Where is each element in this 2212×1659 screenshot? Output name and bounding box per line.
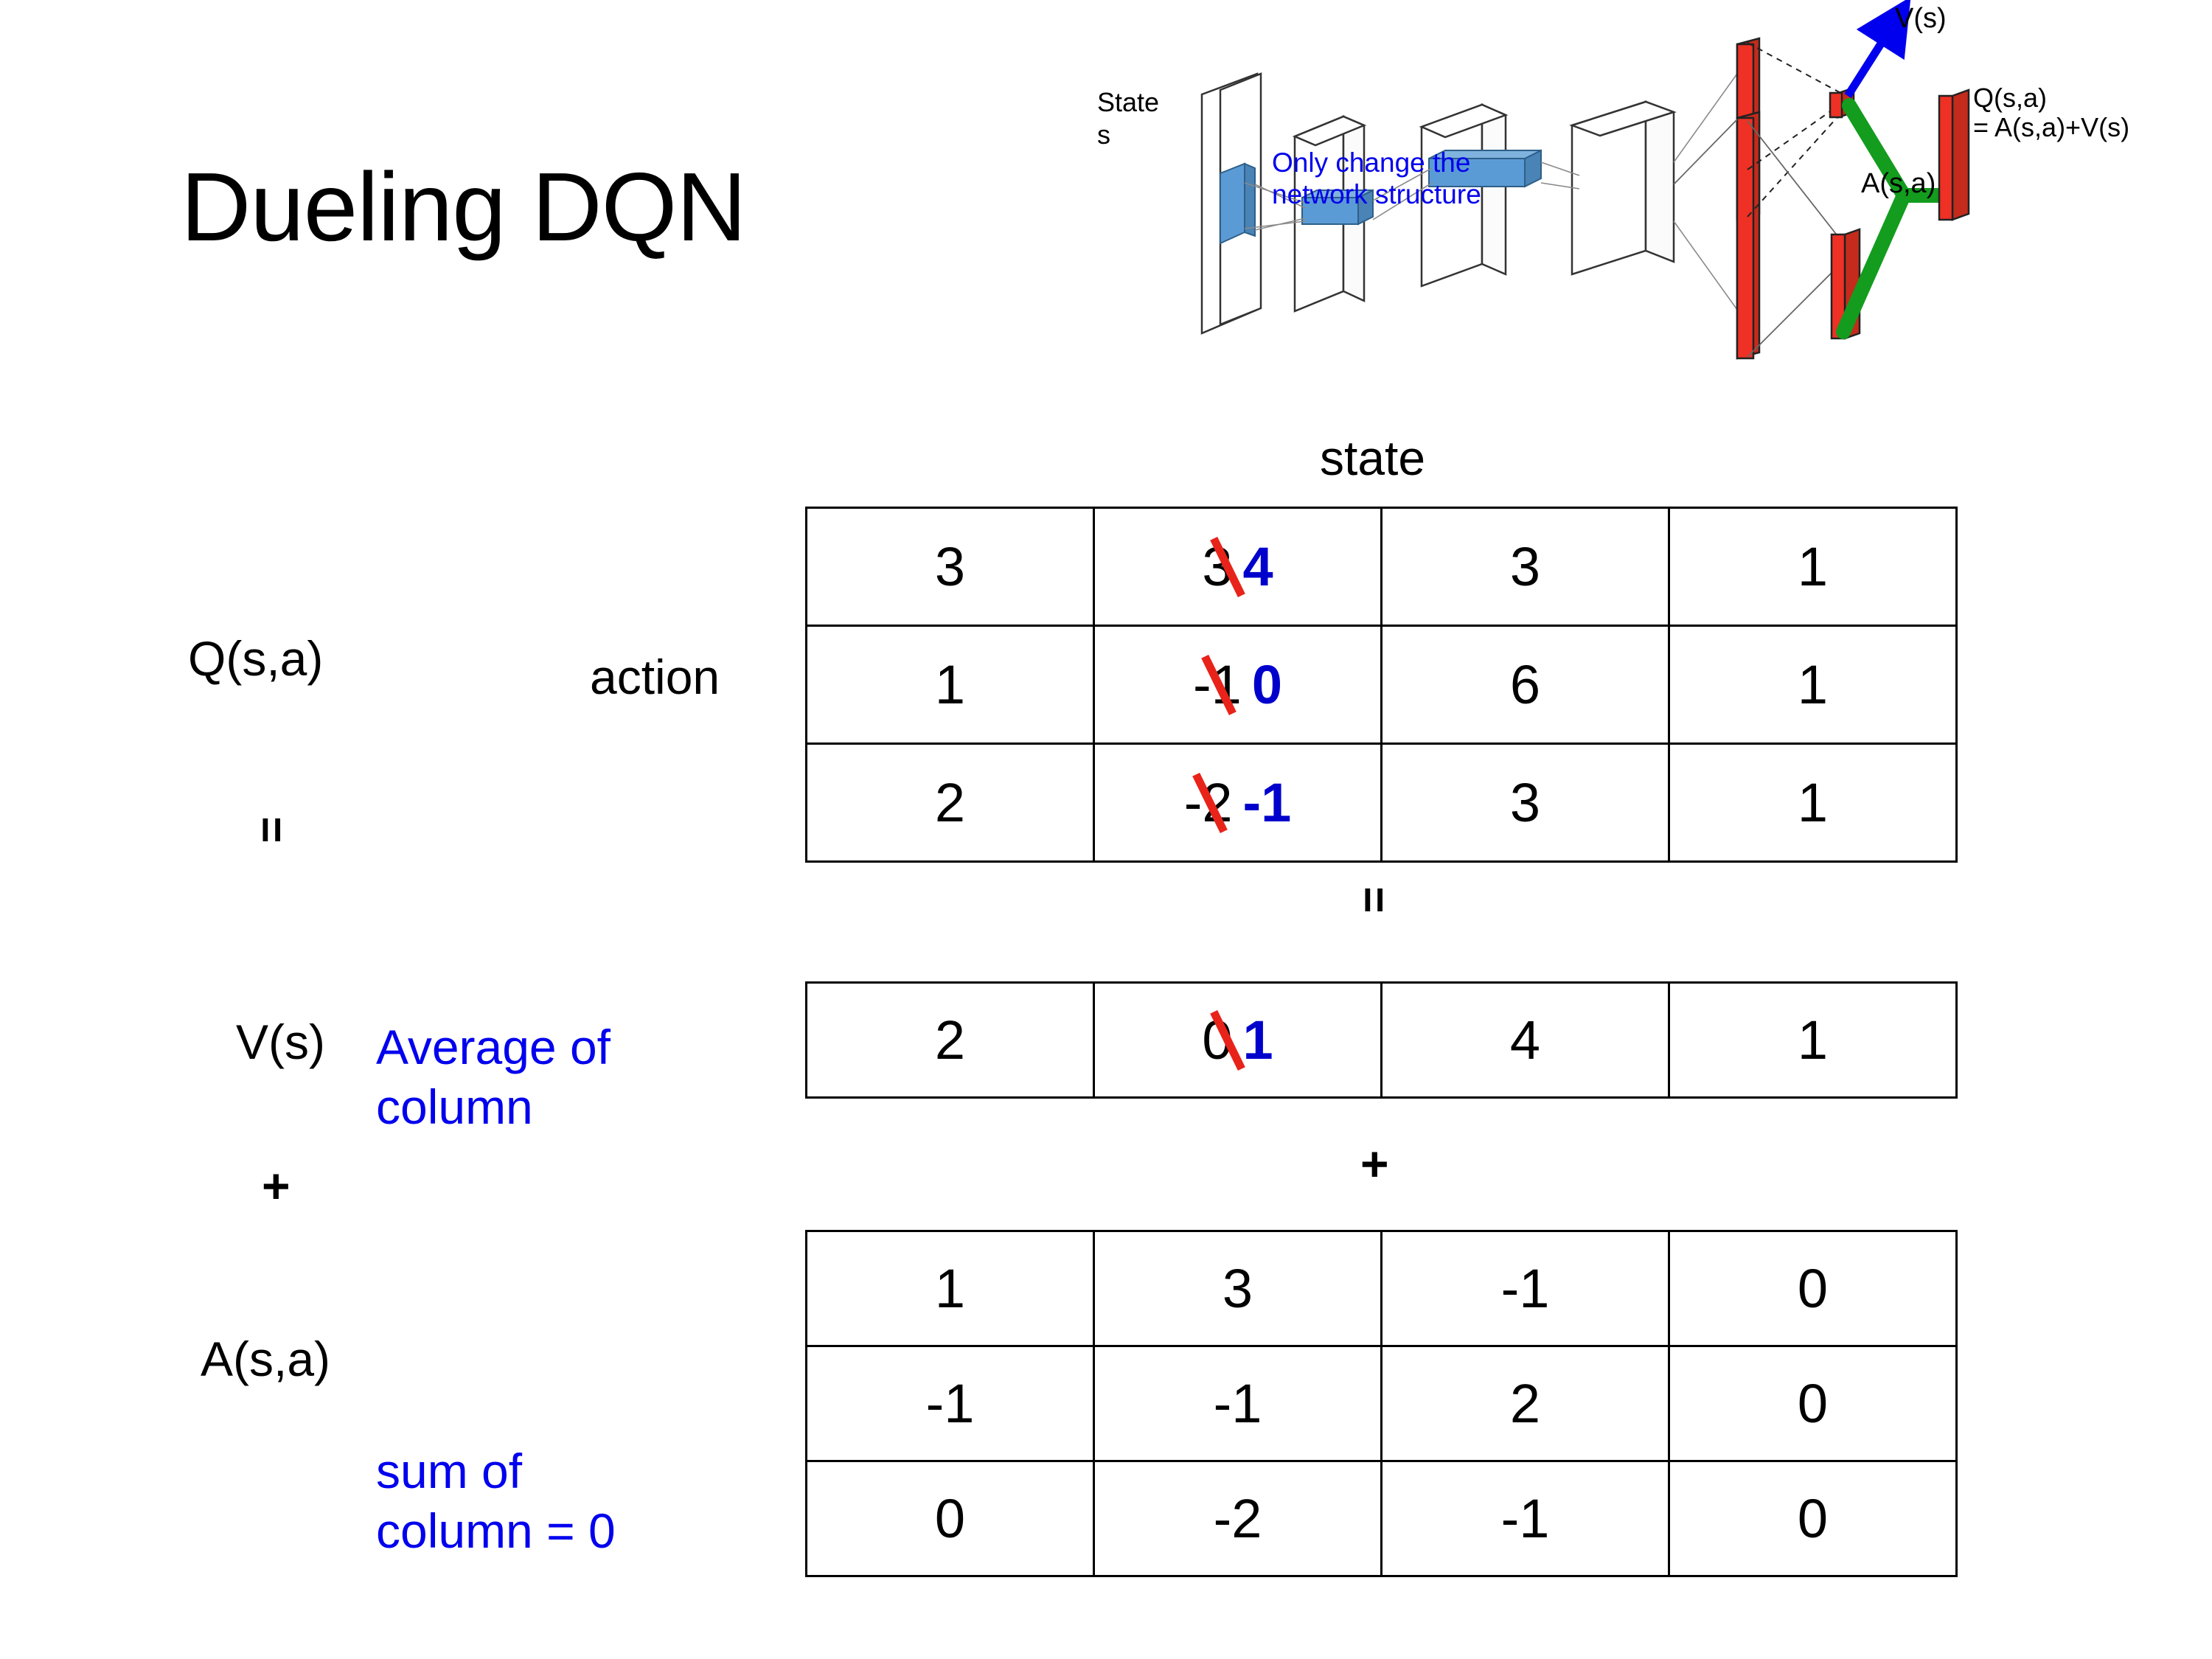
table-cell: 3 (805, 507, 1095, 627)
struck-value: -1 (1193, 654, 1242, 715)
strikethrough-mark (1192, 772, 1228, 833)
plus-operator-left: + (262, 1158, 291, 1213)
average-of-column-note: Average of column (376, 1018, 730, 1136)
diagram-q-output-label-line1: Q(s,a) (1973, 83, 2048, 113)
table-cell: -2 (1093, 1460, 1382, 1577)
table-cell: -1 (1380, 1230, 1670, 1347)
table-cell: 3 (1380, 742, 1670, 863)
updated-value: -1 (1242, 772, 1292, 833)
table-cell: 2 (805, 981, 1095, 1099)
sum-note-line2: column = 0 (376, 1503, 616, 1558)
state-axis-label: state (1320, 431, 1426, 485)
action-axis-label: action (590, 650, 720, 704)
table-cell: 1 (1668, 981, 1958, 1099)
average-note-line1: Average of (376, 1020, 611, 1074)
table-cell: 3 (1093, 1230, 1382, 1347)
table-cell: -1 (1380, 1460, 1670, 1577)
updated-value: 4 (1242, 536, 1273, 597)
table-cell: -1 (805, 1345, 1095, 1462)
table-cell: 1 (1668, 625, 1958, 745)
diagram-v-stream-label: V(s) (1895, 3, 1947, 34)
table-cell: 3 (1380, 507, 1670, 627)
page-title: Dueling DQN (181, 153, 747, 261)
a-function-label: A(s,a) (201, 1332, 331, 1386)
struck-value: 0 (1202, 1009, 1246, 1071)
updated-value: 1 (1242, 1009, 1273, 1071)
table-cell: -1 (1093, 1345, 1382, 1462)
table-cell: -2-1 (1093, 742, 1382, 863)
diagram-note-line2: network structure (1272, 179, 1481, 209)
q-function-label: Q(s,a) (188, 631, 324, 686)
plus-operator-center: + (1360, 1136, 1389, 1191)
dueling-network-diagram: State s Only change the network structur… (1084, 0, 2212, 413)
table-cell: 1 (805, 625, 1095, 745)
table-cell: 0 (1668, 1345, 1958, 1462)
struck-value: 3 (1202, 535, 1246, 598)
sum-of-column-note: sum of column = 0 (376, 1441, 759, 1560)
table-cell: 1 (805, 1230, 1095, 1347)
table-cell: 1 (1668, 507, 1958, 627)
diagram-note-line1: Only change the (1272, 147, 1471, 178)
table-cell: 2 (1380, 1345, 1670, 1462)
table-cell: 2 (805, 742, 1095, 863)
table-cell: 0 (1668, 1460, 1958, 1577)
strikethrough-mark (1210, 536, 1246, 597)
v-function-label: V(s) (236, 1015, 325, 1069)
diagram-state-label-line1: State (1097, 87, 1160, 117)
struck-value: -2 (1183, 772, 1233, 833)
strikethrough-mark (1210, 1009, 1246, 1071)
table-cell: 4 (1380, 981, 1670, 1099)
equals-operator-center: = (1348, 886, 1399, 914)
table-cell: 0 (1668, 1230, 1958, 1347)
diagram-q-output-label-line2: = A(s,a)+V(s) (1973, 112, 2130, 142)
average-note-line2: column (376, 1079, 533, 1134)
updated-value: 0 (1251, 654, 1282, 715)
table-cell: 0 (805, 1460, 1095, 1577)
table-cell: 6 (1380, 625, 1670, 745)
diagram-state-label-line2: s (1097, 119, 1110, 150)
sum-note-line1: sum of (376, 1444, 523, 1498)
diagram-a-stream-label: A(s,a) (1861, 168, 1936, 199)
strikethrough-mark (1201, 654, 1237, 715)
equals-operator-left: = (246, 816, 297, 844)
table-cell: 1 (1668, 742, 1958, 863)
